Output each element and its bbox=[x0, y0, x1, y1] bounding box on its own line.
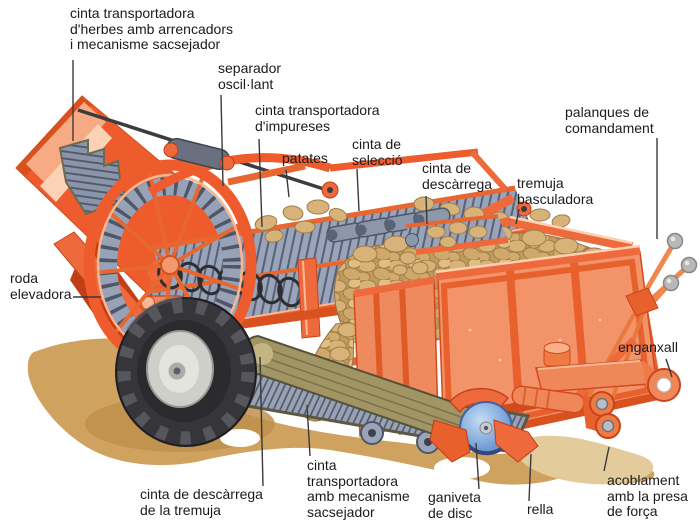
leader-seleccio bbox=[356, 168, 360, 212]
leader-rella bbox=[528, 453, 532, 502]
ploughshare bbox=[429, 419, 539, 463]
leader-lines bbox=[72, 60, 673, 502]
label-cinta-sacsejador: cinta transportadora amb mecanisme sacse… bbox=[307, 457, 410, 521]
leader-patates bbox=[285, 169, 290, 198]
leader-descarrega-tremuja bbox=[259, 356, 264, 487]
label-palanques: palanques de comandament bbox=[565, 104, 654, 136]
lever-knobs bbox=[662, 232, 698, 292]
tractor-tire bbox=[115, 296, 257, 447]
hitch-ring bbox=[647, 368, 681, 402]
discharge-belt bbox=[392, 214, 509, 276]
label-seleccio: cinta de selecció bbox=[352, 136, 403, 168]
label-patates: patates bbox=[282, 150, 328, 166]
pto-coupling bbox=[511, 385, 621, 439]
label-descarrega: cinta de descàrrega bbox=[422, 160, 493, 192]
label-impureses: cinta transportadora d'impureses bbox=[255, 102, 380, 134]
leader-ganiveta bbox=[475, 442, 480, 490]
label-cinta-herbes: cinta transportadora d'herbes amb arrenc… bbox=[70, 5, 233, 53]
leader-enganxall bbox=[665, 358, 673, 378]
label-separador: separador oscil·lant bbox=[218, 60, 282, 92]
label-ganiveta: ganiveta de disc bbox=[428, 489, 481, 521]
leader-tremuja bbox=[515, 208, 520, 225]
label-acoblament: acoblament amb la presa de força bbox=[607, 472, 688, 520]
leader-separador bbox=[220, 94, 224, 187]
top-boom bbox=[77, 108, 509, 199]
label-descarrega-tremuja: cinta de descàrrega de la tremuja bbox=[140, 486, 263, 518]
leader-acoblament bbox=[603, 446, 610, 472]
leader-impureses bbox=[258, 138, 263, 228]
label-rella: rella bbox=[527, 501, 554, 517]
elevating-wheel bbox=[83, 159, 257, 371]
leader-cinta-sacsejador bbox=[306, 404, 311, 457]
label-tremuja: tremuja basculadora bbox=[517, 175, 594, 207]
label-enganxall: enganxall bbox=[618, 339, 678, 355]
potatoes-on-belt bbox=[254, 196, 571, 243]
label-roda-elevadora: roda elevadora bbox=[10, 270, 72, 302]
leader-descarrega bbox=[425, 195, 428, 225]
